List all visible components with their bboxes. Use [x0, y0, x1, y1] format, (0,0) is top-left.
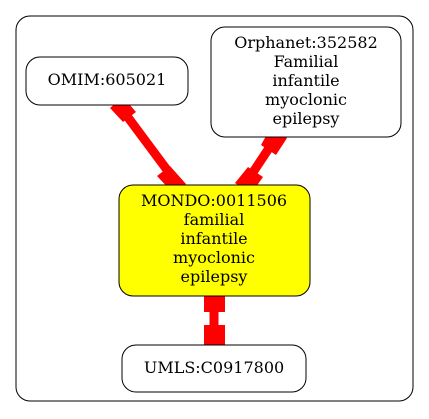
- node-orphanet-label-line-1: Orphanet:352582: [234, 33, 378, 52]
- cluster-border: [15, 15, 414, 402]
- node-umls-label-line-1: UMLS:C0917800: [144, 358, 284, 377]
- node-mondo-label-line-4: myoclonic: [173, 248, 255, 267]
- node-orphanet-label-line-4: myoclonic: [265, 90, 347, 109]
- node-umls-label: UMLS:C0917800: [144, 358, 284, 377]
- node-mondo-label-line-2: familial: [184, 210, 245, 229]
- node-umls[interactable]: UMLS:C0917800: [121, 344, 307, 393]
- node-umls-box: [121, 344, 307, 393]
- node-omim-box: [25, 56, 189, 106]
- node-mondo-label-line-3: infantile: [180, 229, 247, 248]
- node-omim-label-line-1: OMIM:605021: [48, 70, 167, 89]
- node-mondo-box: [118, 184, 311, 297]
- node-omim-label: OMIM:605021: [48, 70, 167, 89]
- edge-mondo-umls-head-end: [204, 325, 225, 350]
- node-mondo-label-line-5: epilepsy: [181, 267, 248, 286]
- node-omim[interactable]: OMIM:605021: [25, 56, 189, 106]
- edge-mondo-umls: [204, 288, 225, 350]
- node-orphanet-box: [210, 26, 402, 138]
- edge-omim-mondo: [110, 97, 186, 193]
- node-orphanet-label-line-2: Familial: [274, 52, 339, 71]
- node-orphanet-label-line-3: infantile: [272, 71, 339, 90]
- node-mondo-label-line-1: MONDO:0011506: [141, 191, 287, 210]
- node-orphanet-label-line-5: epilepsy: [273, 109, 340, 128]
